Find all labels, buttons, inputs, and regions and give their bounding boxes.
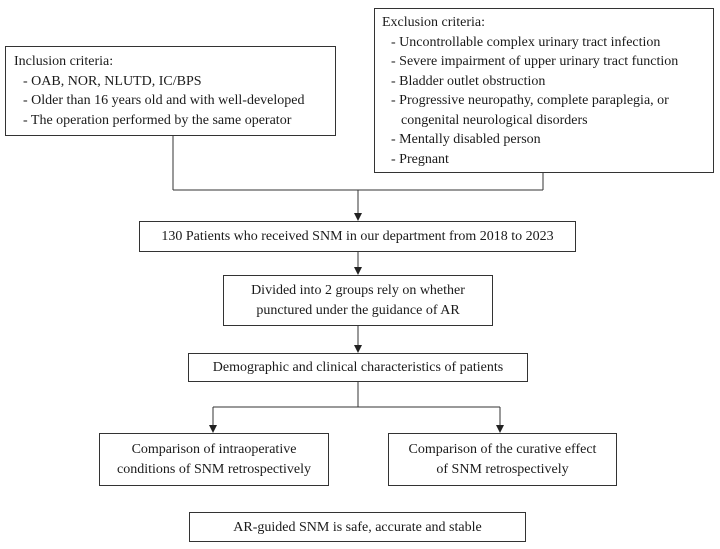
exclusion-item: - Uncontrollable complex urinary tract i… [391, 34, 661, 50]
demographic-box: Demographic and clinical characteristics… [188, 353, 528, 382]
exclusion-item: - Mentally disabled person [391, 132, 541, 147]
intraoperative-text-line2: conditions of SNM retrospectively [116, 461, 312, 477]
inclusion-item: - Older than 16 years old and with well-… [23, 93, 305, 108]
exclusion-item: - Pregnant [391, 151, 449, 167]
exclusion-item: - Bladder outlet obstruction [391, 73, 546, 89]
conclusion-text: AR-guided SNM is safe, accurate and stab… [233, 520, 482, 535]
grouping-text-line2: punctured under the guidance of AR [256, 302, 460, 318]
intraoperative-comparison-box: Comparison of intraoperative conditions … [99, 433, 329, 486]
intraoperative-text-line1: Comparison of intraoperative [131, 442, 297, 457]
exclusion-item-continuation: congenital neurological disorders [401, 112, 588, 128]
exclusion-criteria-box: Exclusion criteria: - Uncontrollable com… [374, 8, 714, 173]
grouping-box: Divided into 2 groups rely on whether pu… [223, 275, 493, 326]
curative-comparison-box: Comparison of the curative effect of SNM… [388, 433, 617, 486]
grouping-text-line1: Divided into 2 groups rely on whether [251, 283, 465, 298]
exclusion-item: - Progressive neuropathy, complete parap… [391, 93, 669, 108]
exclusion-item: - Severe impairment of upper urinary tra… [391, 54, 679, 69]
conclusion-box: AR-guided SNM is safe, accurate and stab… [189, 512, 526, 542]
curative-text-line1: Comparison of the curative effect [408, 442, 597, 457]
patients-box: 130 Patients who received SNM in our dep… [139, 221, 576, 252]
demographic-text: Demographic and clinical characteristics… [212, 360, 504, 375]
inclusion-item: - The operation performed by the same op… [23, 112, 292, 128]
exclusion-title: Exclusion criteria: [382, 15, 486, 30]
inclusion-item: - OAB, NOR, NLUTD, IC/BPS [23, 73, 202, 89]
inclusion-title: Inclusion criteria: [14, 54, 114, 69]
patients-text: 130 Patients who received SNM in our dep… [161, 229, 554, 244]
inclusion-criteria-box: Inclusion criteria: - OAB, NOR, NLUTD, I… [5, 46, 336, 136]
curative-text-line2: of SNM retrospectively [436, 461, 569, 477]
